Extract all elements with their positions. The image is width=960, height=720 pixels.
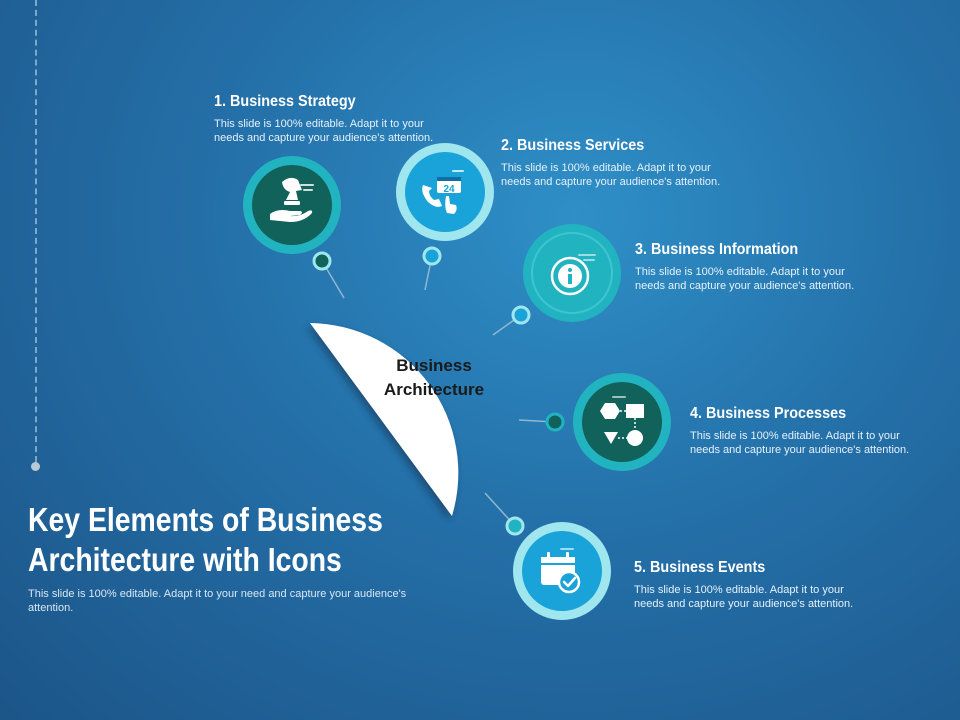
item-2-icon-circle: 24	[396, 143, 494, 241]
page-title: Key Elements of Business Architecture wi…	[28, 501, 383, 578]
item-5-desc-line2: needs and capture your audience's attent…	[634, 598, 854, 610]
item-3-desc-line1: This slide is 100% editable. Adapt it to…	[635, 266, 845, 278]
item-3-desc-line2: needs and capture your audience's attent…	[635, 280, 855, 292]
item-5-title: 5. Business Events	[634, 559, 766, 576]
item-1-desc-line2: needs and capture your audience's attent…	[214, 132, 434, 144]
connector-dot-4	[545, 412, 565, 432]
phone-24-service-icon: 24	[422, 170, 464, 214]
item-3-title: 3. Business Information	[635, 241, 799, 258]
item-1-description: This slide is 100% editable. Adapt it to…	[214, 117, 504, 145]
info-icon	[550, 254, 596, 296]
connector-dot-5	[505, 516, 525, 536]
page-description: This slide is 100% editable. Adapt it to…	[28, 588, 407, 614]
item-5-desc-line1: This slide is 100% editable. Adapt it to…	[634, 584, 844, 596]
connector-dot-2	[422, 246, 442, 266]
item-4-title: 4. Business Processes	[690, 405, 847, 422]
connector-dot-1	[312, 251, 332, 271]
item-4-description: This slide is 100% editable. Adapt it to…	[690, 429, 950, 457]
connector-dots	[312, 246, 565, 536]
item-2-title: 2. Business Services	[501, 137, 645, 154]
item-1-desc-line1: This slide is 100% editable. Adapt it to…	[214, 118, 424, 130]
calendar-check-icon	[541, 548, 581, 594]
connector-dot-3	[511, 305, 531, 325]
item-4-icon-circle	[573, 373, 671, 471]
item-2-description: This slide is 100% editable. Adapt it to…	[501, 161, 791, 189]
item-3-description: This slide is 100% editable. Adapt it to…	[635, 265, 925, 293]
dashed-guide-line	[35, 0, 37, 462]
center-label-line1: Business	[396, 356, 472, 375]
item-5-description: This slide is 100% editable. Adapt it to…	[634, 583, 924, 611]
hand-chess-knight-icon	[270, 177, 314, 222]
item-4-desc-line1: This slide is 100% editable. Adapt it to…	[690, 430, 900, 442]
guide-line-dot	[31, 462, 40, 471]
item-2-desc-line2: needs and capture your audience's attent…	[501, 176, 721, 188]
center-half-circle	[310, 323, 459, 516]
center-label-line2: Architecture	[384, 380, 484, 399]
flowchart-shapes-icon	[600, 396, 644, 446]
item-1-title: 1. Business Strategy	[214, 93, 356, 110]
item-2-desc-line1: This slide is 100% editable. Adapt it to…	[501, 162, 711, 174]
service-badge-text: 24	[443, 184, 455, 195]
item-3-icon-circle	[523, 224, 621, 322]
item-4-desc-line2: needs and capture your audience's attent…	[690, 444, 910, 456]
item-5-icon-circle	[513, 522, 611, 620]
item-1-icon-circle	[243, 156, 341, 254]
